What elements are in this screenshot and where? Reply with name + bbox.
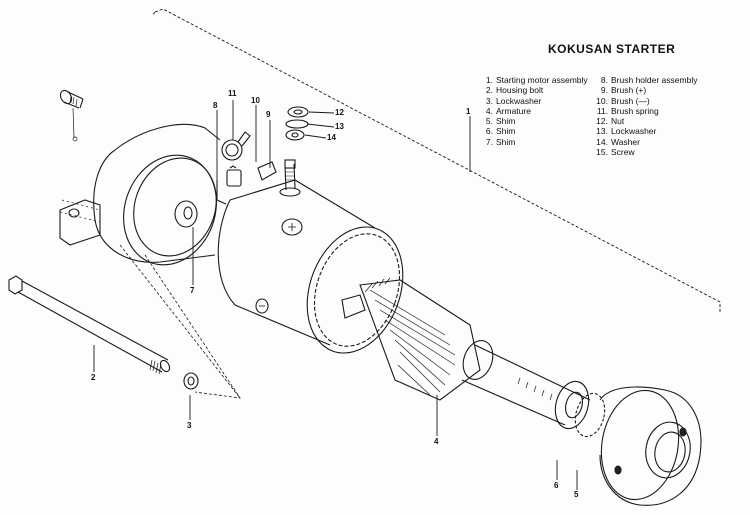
diagram-title: KOKUSAN STARTER [548,42,676,56]
guide-lines [119,244,241,399]
legend-item: 2.Housing bolt [485,85,544,96]
callout-11: 11 [228,89,237,98]
legend-right-column: 8.Brush holder assembly 9.Brush (+) 10.B… [592,75,697,157]
callout-2: 2 [91,373,96,382]
legend-item: 1.Starting motor assembly [485,75,588,85]
legend-item: 8.Brush holder assembly [600,75,698,85]
legend-item: 11.Brush spring [596,105,659,116]
callout-13: 13 [335,122,344,131]
callout-9: 9 [266,110,271,119]
shim-part-6 [554,380,590,430]
nut-part-12 [287,106,309,118]
legend-item: 6.Shim [485,126,516,137]
legend-item: 9.Brush (+) [600,85,647,96]
brush-part-10 [226,165,242,187]
shim-part-5 [574,392,606,438]
brush-spring-part-11 [221,131,251,161]
legend-item: 15.Screw [596,147,635,158]
assembly-bracket-line [151,8,721,312]
brush-part-9 [257,161,277,181]
legend-item: 14.Washer [596,136,640,147]
callout-12: 12 [335,108,344,117]
screw-part-15 [59,89,84,142]
callout-14: 14 [327,133,336,142]
leader-lines [93,100,578,490]
legend-item: 5.Shim [485,116,516,127]
armature-part-4 [341,277,591,426]
callout-5: 5 [574,490,579,499]
callout-3: 3 [187,421,192,430]
end-bracket-part [599,386,702,506]
legend-item: 7.Shim [485,136,516,147]
callout-7: 7 [190,286,195,295]
legend-item: 3.Lockwasher [485,95,542,106]
motor-yoke-body [217,159,404,354]
legend-item: 4.Armature [485,105,531,116]
lockwasher-part-13 [285,119,309,129]
housing-bolt-part-2 [8,275,171,375]
legend-item: 12.Nut [596,116,625,127]
washer-part-14 [285,129,305,141]
legend-left-column: 1.Starting motor assembly 2.Housing bolt… [482,75,588,147]
brush-holder-part-8 [216,180,227,205]
callout-4: 4 [434,437,439,446]
end-cover-part [59,123,221,266]
callout-10: 10 [251,96,260,105]
callout-8: 8 [213,101,218,110]
callout-6: 6 [554,481,559,490]
legend-item: 13.Lockwasher [596,126,657,137]
callout-1: 1 [466,107,471,116]
lockwasher-part-3 [183,372,199,390]
legend-item: 10.Brush (—) [596,95,650,106]
